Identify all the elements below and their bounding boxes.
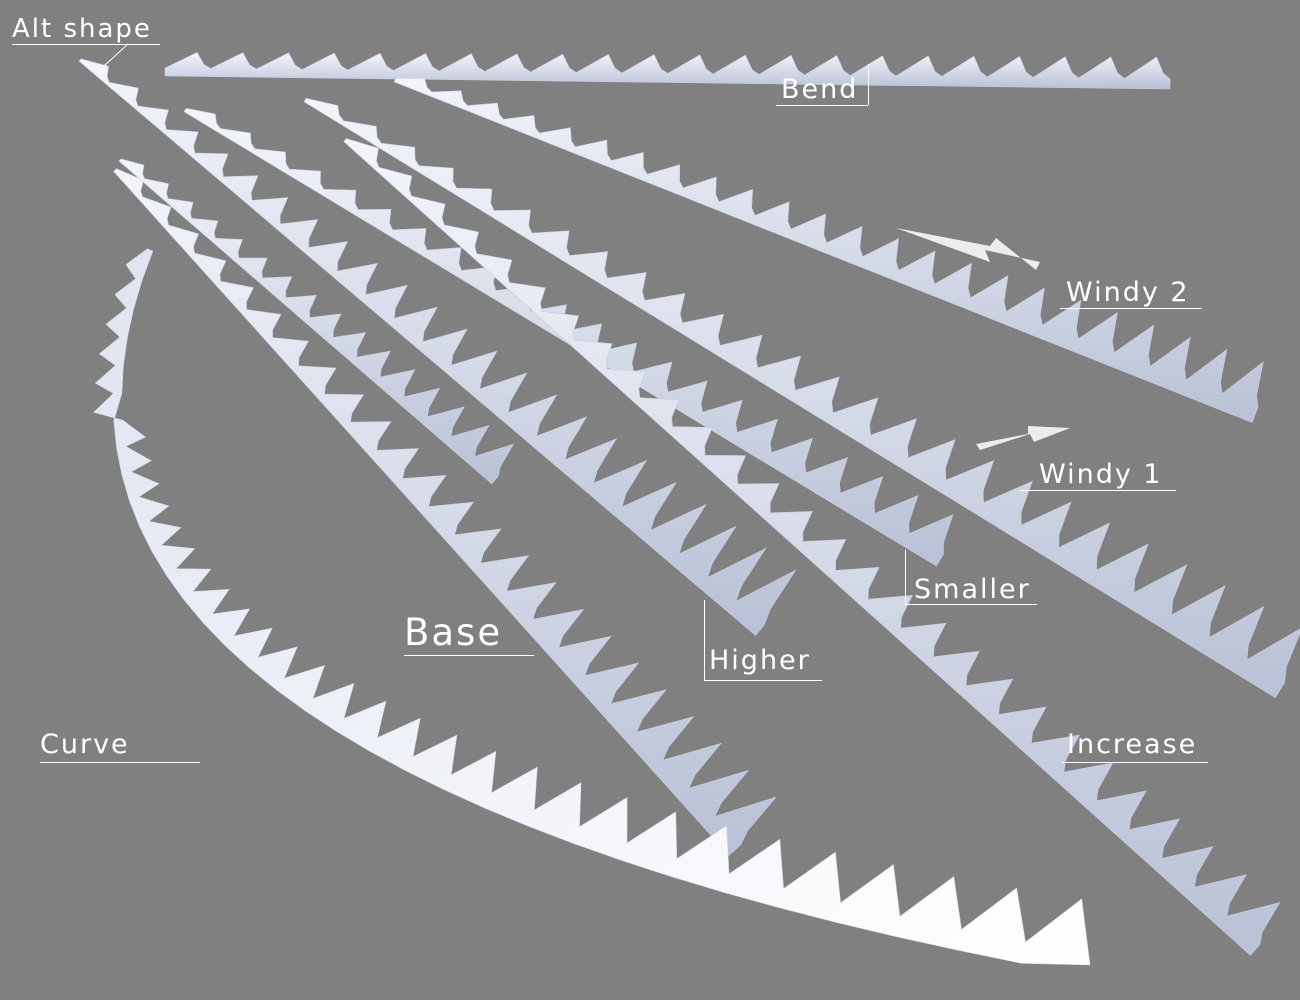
windy-1-underline xyxy=(1020,490,1176,491)
smaller-underline xyxy=(905,604,1037,605)
frost-strip-windy-2 xyxy=(393,77,1264,423)
frost-strip-windy-1 xyxy=(303,97,1300,699)
frost-strip-bend xyxy=(164,52,1171,90)
wind-arrow-icon xyxy=(896,228,1040,270)
base-underline xyxy=(404,655,534,656)
frost-strip-increase xyxy=(343,138,1281,956)
smaller-leader xyxy=(905,550,906,604)
label-curve: Curve xyxy=(40,729,130,760)
label-alt-shape: Alt shape xyxy=(12,14,152,44)
curve-underline xyxy=(40,762,200,763)
frost-strip-alt-shape xyxy=(118,158,515,485)
higher-leader xyxy=(704,600,705,680)
wind-arrow-icon xyxy=(976,426,1070,450)
frost-strip-base xyxy=(113,168,777,856)
frost-strip-curve xyxy=(93,248,1091,966)
bend-leader xyxy=(868,64,869,105)
label-smaller: Smaller xyxy=(914,574,1031,605)
windy-2-underline xyxy=(1060,308,1202,309)
alt-shape-underline xyxy=(12,44,160,45)
label-base: Base xyxy=(404,611,503,654)
label-bend: Bend xyxy=(781,74,859,105)
frost-strip-higher xyxy=(78,58,797,636)
label-windy-2: Windy 2 xyxy=(1066,277,1190,308)
label-increase: Increase xyxy=(1067,729,1198,760)
label-windy-1: Windy 1 xyxy=(1039,459,1163,490)
higher-underline xyxy=(704,680,822,681)
label-higher: Higher xyxy=(709,645,811,676)
bend-underline xyxy=(776,105,868,106)
increase-underline xyxy=(1062,762,1208,763)
